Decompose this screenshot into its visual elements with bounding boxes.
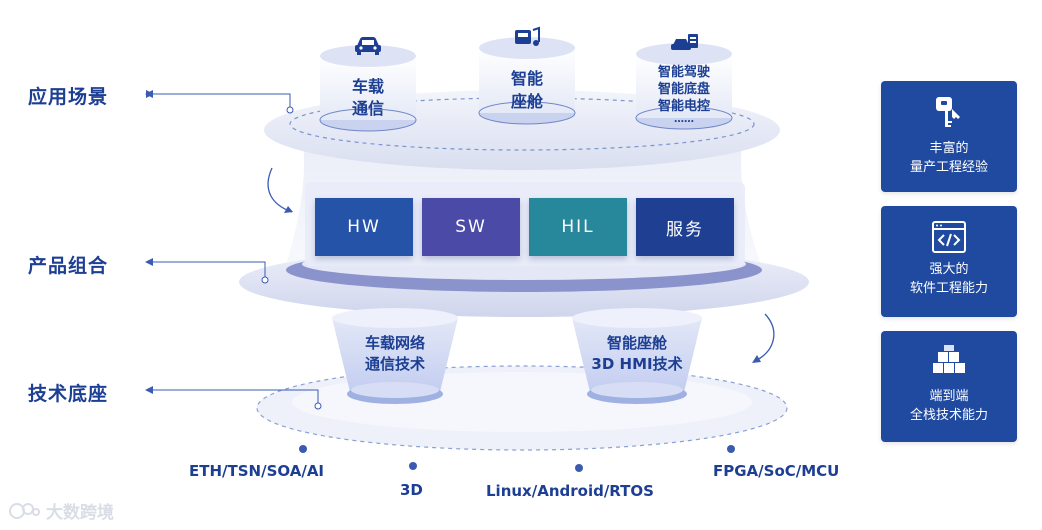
cubes-icon [933,345,965,373]
app-label-connectivity: 车载 通信 [328,76,408,120]
car-icon [355,37,381,55]
product-hw: HW [315,198,413,256]
product-hil: HIL [529,198,627,256]
app-line: 智能驾驶 [657,65,710,80]
tech-pillar-line: 3D HMI技术 [591,355,683,373]
app-line: 座舱 [510,92,543,111]
key-icon [936,97,960,127]
car-dashboard-icon [671,34,698,50]
app-line-ellipsis: …… [674,114,694,125]
layer-label-application: 应用场景 [28,86,109,108]
tech-funnel-2 [572,308,702,404]
side-card-line: 强大的 [929,262,969,277]
product-sw: SW [422,198,520,256]
layer-label-product: 产品组合 [28,255,109,277]
app-cylinder-3 [635,43,733,130]
tech-label-chips: FPGA/SoC/MCU [713,462,840,480]
tech-pillar-line: 通信技术 [364,355,425,373]
tech-label-network-stack: ETH/TSN/SOA/AI [189,462,325,480]
code-window-icon [932,221,966,253]
tech-pillar-network: 车载网络 通信技术 [345,333,445,375]
app-line: 智能底盘 [657,82,710,97]
app-line: 智能电控 [657,99,710,114]
app-label-cockpit: 智能 座舱 [487,67,567,113]
side-card-line: 量产工程经验 [909,160,988,175]
app-line: 智能 [510,69,543,88]
tech-pillar-line: 车载网络 [364,334,425,352]
side-card-fullstack: 端到端 全栈技术能力 [881,331,1017,442]
music-note-icon [515,26,540,46]
tech-label-os: Linux/Android/RTOS [486,482,654,500]
app-line: 通信 [351,99,384,118]
tech-pillar-line: 智能座舱 [606,334,667,352]
side-card-line: 丰富的 [929,141,969,156]
product-service: 服务 [636,198,734,256]
app-cylinder-1 [319,45,417,132]
side-card-line: 端到端 [929,389,969,404]
app-line: 车载 [351,77,384,96]
side-card-software: 强大的 软件工程能力 [881,206,1017,317]
watermark-logo-icon [9,502,40,519]
layer-label-tech: 技术底座 [28,383,109,405]
side-card-text: 丰富的 量产工程经验 [881,139,1017,177]
side-card-line: 全栈技术能力 [909,408,988,423]
tech-pillar-hmi: 智能座舱 3D HMI技术 [575,333,699,375]
side-card-experience: 丰富的 量产工程经验 [881,81,1017,192]
side-card-line: 软件工程能力 [909,281,988,296]
side-card-text: 端到端 全栈技术能力 [881,387,1017,425]
watermark-text: 大数跨境 [46,503,114,523]
side-card-text: 强大的 软件工程能力 [881,260,1017,298]
app-cylinder-2 [478,37,576,125]
watermark: 大数跨境 [8,498,114,523]
app-label-driving: 智能驾驶 智能底盘 智能电控 …… [642,64,726,125]
tech-label-3d: 3D [400,481,423,499]
tech-funnel-1 [332,308,458,404]
